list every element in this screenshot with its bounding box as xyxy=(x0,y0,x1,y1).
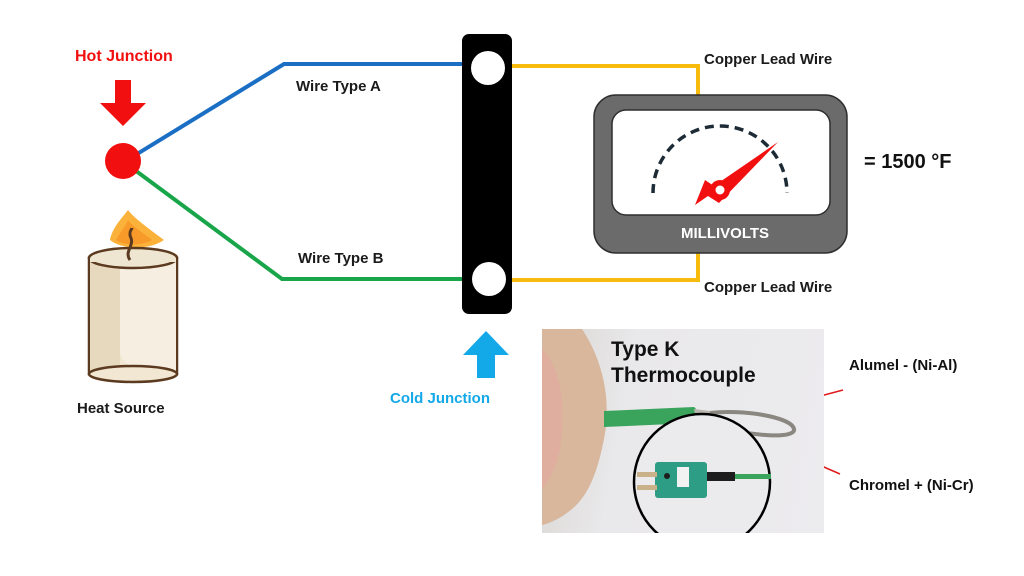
cold-junction-label: Cold Junction xyxy=(390,390,490,407)
thermocouple-photo xyxy=(542,329,824,533)
terminal-bottom xyxy=(472,262,506,296)
candle-icon xyxy=(87,210,179,384)
wire-type-a xyxy=(122,62,470,164)
arrow-down-icon xyxy=(100,80,146,126)
wire-type-a-label: Wire Type A xyxy=(296,78,381,95)
arrow-up-icon xyxy=(463,331,509,378)
hot-junction-dot xyxy=(105,143,141,179)
wire-type-b xyxy=(122,160,470,281)
copper-lead-wire-top-label: Copper Lead Wire xyxy=(704,51,833,68)
terminal-block xyxy=(462,34,512,314)
photo-title-line1: Type K xyxy=(611,338,680,361)
alumel-label: Alumel - (Ni-Al) xyxy=(849,357,958,374)
chromel-label: Chromel + (Ni-Cr) xyxy=(849,477,974,494)
copper-lead-wire-bottom xyxy=(508,250,700,282)
gauge-icon xyxy=(593,94,848,254)
wire-type-b-label: Wire Type B xyxy=(298,250,384,267)
hot-junction-label: Hot Junction xyxy=(75,48,173,65)
terminal-top xyxy=(471,51,505,85)
temperature-reading: = 1500 °F xyxy=(864,151,952,173)
heat-source-label: Heat Source xyxy=(77,400,165,417)
copper-lead-wire-bottom-label: Copper Lead Wire xyxy=(704,279,833,296)
photo-title-line2: Thermocouple xyxy=(611,364,756,387)
copper-lead-wire-top xyxy=(508,64,700,96)
meter-unit-label: MILLIVOLTS xyxy=(681,225,770,242)
thermocouple-photo-art xyxy=(542,329,796,533)
